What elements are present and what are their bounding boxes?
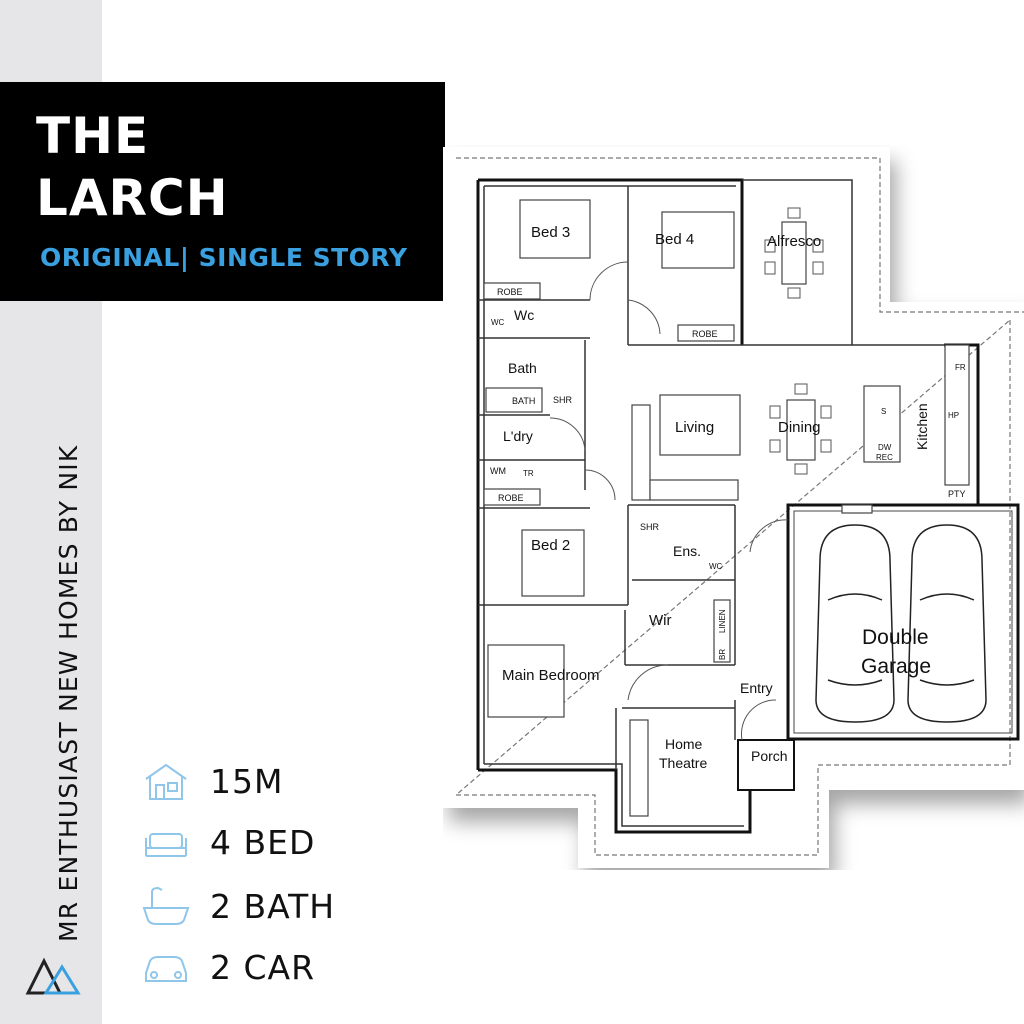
label-porch: Porch xyxy=(751,748,788,764)
label-garage: Garage xyxy=(861,655,931,678)
label-wm: WM xyxy=(490,466,506,476)
label-ldry: L'dry xyxy=(503,428,533,444)
label-robe-2: ROBE xyxy=(692,329,718,339)
title-line-2: LARCH xyxy=(36,169,229,227)
bed-icon xyxy=(145,833,187,857)
label-rec: REC xyxy=(876,453,893,462)
floor-plan: Bed 3 Bed 4 Alfresco ROBE ROBE ROBE Wc W… xyxy=(443,145,1024,870)
label-bed4: Bed 4 xyxy=(655,231,694,248)
label-robe-3: ROBE xyxy=(498,493,524,503)
stat-baths-text: 2 BATH xyxy=(210,886,336,926)
label-shr-1: SHR xyxy=(553,395,573,405)
label-main-bedroom: Main Bedroom xyxy=(502,667,600,684)
label-double: Double xyxy=(862,626,929,649)
label-dining: Dining xyxy=(778,419,821,436)
label-wc: Wc xyxy=(514,307,534,323)
label-alfresco: Alfresco xyxy=(767,233,821,250)
car-icon xyxy=(145,956,187,982)
label-entry: Entry xyxy=(740,680,773,696)
title-line-1: THE xyxy=(36,107,150,165)
label-pty: PTY xyxy=(948,489,966,499)
house-width-icon xyxy=(145,763,187,800)
label-br: BR xyxy=(718,649,727,660)
label-living: Living xyxy=(675,419,714,436)
vertical-brand-text: MR ENTHUSIAST NEW HOMES BY NIK xyxy=(54,444,83,942)
label-bath-tub: BATH xyxy=(512,396,535,406)
brand-logo-icon xyxy=(25,957,81,995)
label-linen: LINEN xyxy=(718,609,727,633)
label-home: Home xyxy=(665,736,703,752)
bathtub-icon xyxy=(142,886,190,925)
stat-beds-text: 4 BED xyxy=(210,822,316,862)
label-bath: Bath xyxy=(508,360,537,376)
stat-width-text: 15M xyxy=(210,761,284,801)
label-ens: Ens. xyxy=(673,543,701,559)
label-wc-2: WC xyxy=(709,562,723,571)
label-kitchen: Kitchen xyxy=(914,403,930,450)
label-wc-1: WC xyxy=(491,318,505,327)
subtitle: ORIGINAL| SINGLE STORY xyxy=(40,243,408,272)
label-fr: FR xyxy=(955,363,966,372)
label-tr: TR xyxy=(523,469,534,478)
label-dw: DW xyxy=(878,443,892,452)
stat-cars: 2 CAR xyxy=(140,942,314,992)
label-bed3: Bed 3 xyxy=(531,224,570,241)
label-wir: Wir xyxy=(649,612,672,629)
label-bed2: Bed 2 xyxy=(531,537,570,554)
label-hp: HP xyxy=(948,411,959,420)
label-robe-1: ROBE xyxy=(497,287,523,297)
label-shr-2: SHR xyxy=(640,522,660,532)
stat-baths: 2 BATH xyxy=(140,881,334,931)
title-banner: THE LARCH xyxy=(0,82,445,301)
stat-beds: 4 BED xyxy=(140,817,314,867)
label-s: S xyxy=(881,407,886,416)
label-theatre: Theatre xyxy=(659,755,707,771)
stat-cars-text: 2 CAR xyxy=(210,947,316,987)
stat-width: 15M xyxy=(140,756,282,806)
